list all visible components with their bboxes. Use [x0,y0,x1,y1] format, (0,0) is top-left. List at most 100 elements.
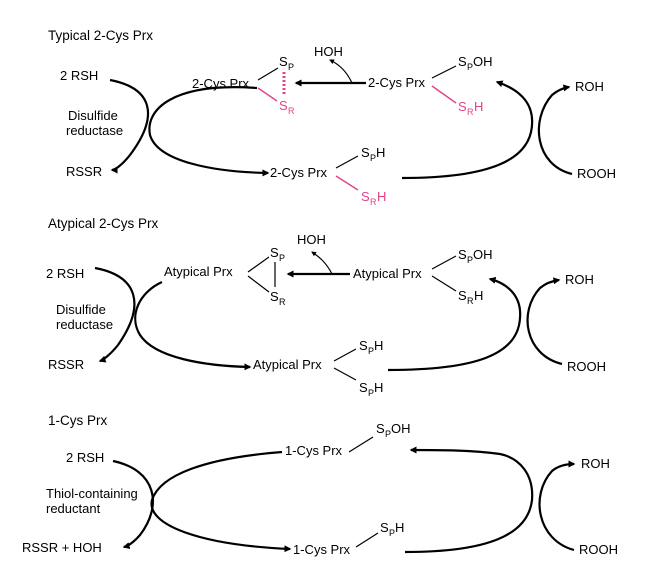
bond-peroxidatic [257,67,279,81]
atypical-rooh-to-roh-arrow [526,277,563,366]
srh-s-label: S [458,99,467,114]
onecys-section-title: 1-Cys Prx [48,413,108,428]
atypical-sp-s-label: S [270,245,279,260]
onecys-rssr-label: RSSR + HOH [22,540,102,555]
atypical-rsh-label: 2 RSH [46,266,84,281]
atypical-bond-sph2 [333,367,357,381]
typical-reductase-line1: Disulfide [68,108,118,123]
atypical-sulfenic-prx-label: Atypical Prx [353,266,422,281]
onecys-spoh-s-label: S [376,421,385,436]
atypical-rssr-label: RSSR [48,357,84,372]
atypical-section-title: Atypical 2-Cys Prx [48,216,159,231]
onecys-reduced-prx-label: 1-Cys Prx [293,542,351,557]
srh2-h-label: H [377,189,386,204]
oxidation-cycle-arrow [401,80,534,180]
sph-s-label: S [361,145,370,160]
atypical-spoh-p-subscript: P [467,255,473,265]
onecys-oxidation-cycle-arrow [404,446,534,554]
atypical-oxidation-cycle-arrow [387,276,522,372]
onecys-reduction-cycle-arrow [150,450,292,553]
atypical-srh-h-label: H [474,288,483,303]
typical-2cys-cycle: Typical 2-Cys Prx 2 RSH Disulfide reduct… [48,28,616,207]
hoh-release-arrow [329,59,353,84]
typical-reductase-line2: reductase [66,123,123,138]
atypical-bond-srh [431,275,457,292]
atypical-sr-r-subscript: R [279,297,286,307]
atypical-reductase-line2: reductase [56,317,113,332]
typical-reduced-prx-label: 2-Cys Prx [270,165,328,180]
atypical-2cys-cycle: Atypical 2-Cys Prx 2 RSH Disulfide reduc… [46,216,606,398]
typical-rssr-label: RSSR [66,164,102,179]
atypical-reductase-line1: Disulfide [56,302,106,317]
bond-srh [431,85,457,104]
onecys-rsh-label: 2 RSH [66,450,104,465]
atypical-sph1-h-label: H [374,338,383,353]
bond-spoh [431,65,457,79]
bond-srh-reduced [335,175,359,191]
sr-r-subscript: R [288,106,295,116]
atypical-srh-s-label: S [458,288,467,303]
srh2-r-subscript: R [370,197,377,207]
atypical-bond-r [247,275,270,293]
atypical-bond-spoh [431,255,457,270]
atypical-rsh-to-rssr-arrow [94,266,136,363]
onecys-rsh-to-rssr-arrow [112,459,154,550]
onecys-sph-s-label: S [380,520,389,535]
atypical-spoh-oh-label: OH [473,247,493,262]
sph-h-label: H [376,145,385,160]
atypical-sp-p-subscript: P [279,253,285,263]
atypical-reduction-cycle-arrow [134,280,252,371]
atypical-srh-r-subscript: R [467,296,474,306]
onecys-reductant-line1: Thiol-containing [46,486,138,501]
atypical-sph2-h-label: H [374,380,383,395]
atypical-spoh-s-label: S [458,247,467,262]
onecys-rooh-label: ROOH [579,542,618,557]
onecys-roh-label: ROH [581,456,610,471]
atypical-rooh-label: ROOH [567,359,606,374]
typical-hoh-label: HOH [314,44,343,59]
atypical-sph1-p-subscript: P [368,346,374,356]
spoh-s-label: S [458,54,467,69]
atypical-sph2-s-label: S [359,380,368,395]
bond-resolving [257,87,278,102]
typical-rooh-label: ROOH [577,166,616,181]
atypical-sr-s-label: S [270,289,279,304]
atypical-reduced-prx-label: Atypical Prx [253,357,322,372]
srh2-s-label: S [361,189,370,204]
bond-sph [335,155,359,169]
typical-sulfenic-prx-label: 2-Cys Prx [368,75,426,90]
atypical-hoh-release-arrow [311,251,333,275]
atypical-sph2-p-subscript: P [368,388,374,398]
onecys-spoh-p-subscript: P [385,429,391,439]
typical-disulfide-prx-label: 2-Cys Prx [192,76,250,91]
onecys-sulfenic-prx-label: 1-Cys Prx [285,443,343,458]
onecys-sph-p-subscript: P [389,528,395,538]
atypical-hoh-label: HOH [297,232,326,247]
reduction-cycle-arrow [148,86,270,177]
spoh-oh-label: OH [473,54,493,69]
srh-h-label: H [474,99,483,114]
typical-section-title: Typical 2-Cys Prx [48,28,153,43]
onecys-bond-spoh [348,436,374,453]
typical-roh-label: ROH [575,79,604,94]
rooh-to-roh-arrow [537,84,573,176]
onecys-spoh-oh-label: OH [391,421,411,436]
atypical-bond-sph1 [333,348,357,362]
onecys-bond-sph [355,532,379,548]
typical-rsh-label: 2 RSH [60,68,98,83]
srh-r-subscript: R [467,107,474,117]
rsh-to-rssr-arrow [109,78,149,174]
atypical-disulfide-prx-label: Atypical Prx [164,264,233,279]
sp-p-subscript: P [288,62,294,72]
atypical-bond-p [247,256,270,273]
onecys-rooh-to-roh-arrow [538,460,576,552]
sp-s-label: S [279,54,288,69]
sph-p-subscript: P [370,153,376,163]
spoh-p-subscript: P [467,62,473,72]
atypical-sph1-s-label: S [359,338,368,353]
onecys-reductant-line2: reductant [46,501,101,516]
onecys-sph-h-label: H [395,520,404,535]
onecys-cycle: 1-Cys Prx 2 RSH Thiol-containing reducta… [22,413,618,557]
atypical-roh-label: ROH [565,272,594,287]
